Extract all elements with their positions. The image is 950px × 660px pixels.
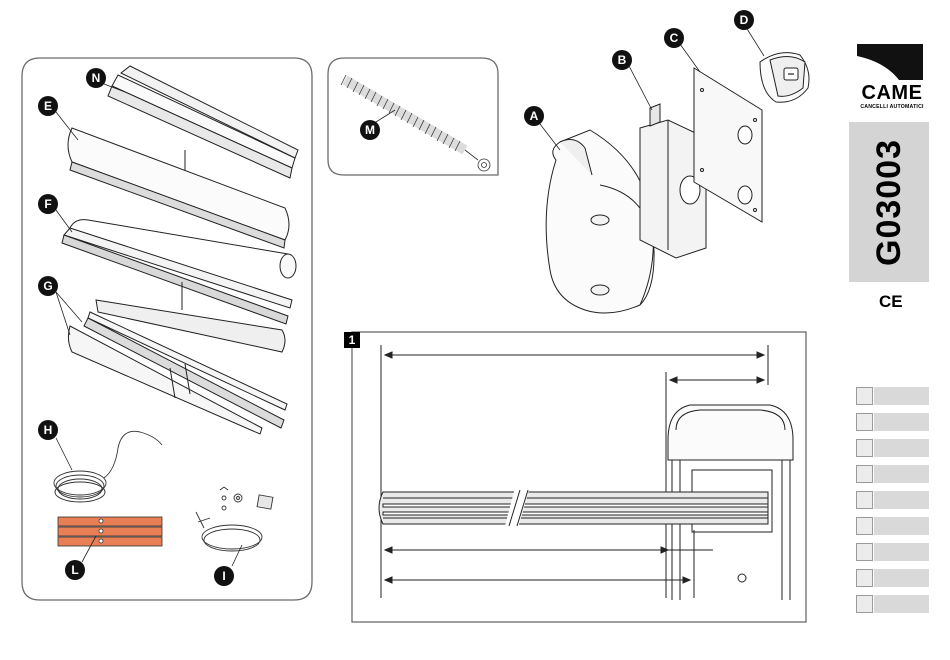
language-tab-box bbox=[856, 439, 873, 457]
language-tab-bar bbox=[874, 595, 929, 613]
language-tab-bar bbox=[874, 517, 929, 535]
callout-b: B bbox=[612, 50, 632, 70]
language-tab-bar bbox=[874, 439, 929, 457]
language-tab-bar bbox=[874, 465, 929, 483]
language-tab-3[interactable] bbox=[856, 439, 929, 457]
language-tab-4[interactable] bbox=[856, 465, 929, 483]
product-code-text: G03003 bbox=[870, 139, 909, 266]
ce-mark: CE bbox=[879, 292, 903, 312]
callout-e: E bbox=[38, 96, 58, 116]
language-tab-5[interactable] bbox=[856, 491, 929, 509]
language-tab-bar bbox=[874, 569, 929, 587]
language-tab-8[interactable] bbox=[856, 569, 929, 587]
language-tab-box bbox=[856, 569, 873, 587]
language-tab-box bbox=[856, 491, 873, 509]
brand-name: CAME bbox=[856, 82, 928, 105]
language-tab-2[interactable] bbox=[856, 413, 929, 431]
language-tab-bar bbox=[874, 387, 929, 405]
language-tab-box bbox=[856, 543, 873, 561]
callout-n: N bbox=[86, 68, 106, 88]
callout-l: L bbox=[65, 560, 85, 580]
language-tab-1[interactable] bbox=[856, 387, 929, 405]
language-tab-box bbox=[856, 413, 873, 431]
language-tab-6[interactable] bbox=[856, 517, 929, 535]
product-code: G03003 bbox=[849, 122, 929, 282]
callout-g: G bbox=[38, 276, 58, 296]
language-tab-9[interactable] bbox=[856, 595, 929, 613]
language-tab-bar bbox=[874, 491, 929, 509]
brand-tagline: CANCELLI AUTOMATICI bbox=[853, 104, 931, 110]
language-tab-box bbox=[856, 595, 873, 613]
figure-number: 1 bbox=[344, 332, 360, 348]
came-logo-icon bbox=[855, 42, 925, 82]
callout-i: I bbox=[214, 566, 234, 586]
language-tab-box bbox=[856, 517, 873, 535]
language-tab-bar bbox=[874, 543, 929, 561]
language-tab-7[interactable] bbox=[856, 543, 929, 561]
callout-m: M bbox=[360, 120, 380, 140]
callout-h: H bbox=[38, 420, 58, 440]
callout-a: A bbox=[524, 106, 544, 126]
language-tab-box bbox=[856, 465, 873, 483]
language-tab-box bbox=[856, 387, 873, 405]
callout-c: C bbox=[664, 28, 684, 48]
language-tab-bar bbox=[874, 413, 929, 431]
callout-f: F bbox=[38, 194, 58, 214]
callout-d: D bbox=[734, 10, 754, 30]
